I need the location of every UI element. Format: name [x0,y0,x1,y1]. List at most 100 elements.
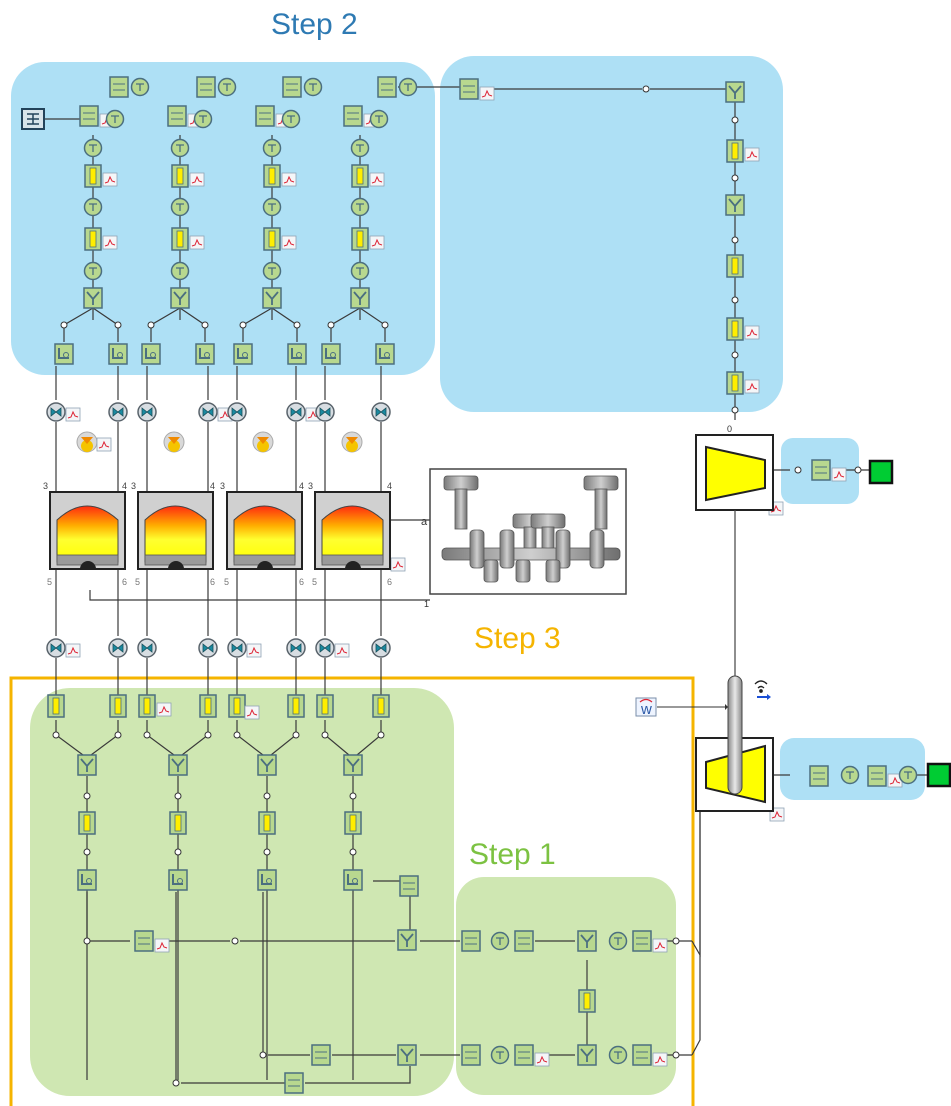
outlet-turbine-end[interactable] [870,461,892,483]
exhaust-bend-icon[interactable] [169,870,187,890]
exhaust-runner-pipe[interactable] [79,812,95,834]
runner-orifice-icon[interactable] [352,199,369,216]
fuel-injector-icon[interactable] [77,432,97,452]
runner-pipe[interactable] [352,228,368,250]
runner-pipe[interactable] [85,165,101,187]
exhaust-runner-pipe[interactable] [259,812,275,834]
exhaust-valve-icon[interactable] [138,639,156,657]
monitor-plot-icon[interactable] [370,173,384,186]
exhaust-port-pipe[interactable] [317,695,333,717]
intake-pipe[interactable] [727,140,743,162]
exhaust-crossover-pipe[interactable] [579,990,595,1012]
monitor-plot-icon[interactable] [245,706,259,719]
outlet-compressor-end[interactable] [928,764,950,786]
port-bend-icon[interactable] [234,344,252,364]
port-bend-icon[interactable] [288,344,306,364]
intake-split-pipe[interactable] [168,106,186,126]
monitor-plot-icon[interactable] [653,939,667,952]
port-bend-icon[interactable] [142,344,160,364]
monitor-plot-icon[interactable] [653,1053,667,1066]
compressor-orifice-icon[interactable] [842,767,859,784]
runner-orifice-icon[interactable] [264,199,281,216]
intake-valve-icon[interactable] [109,403,127,421]
exhaust-valve-icon[interactable] [228,639,246,657]
exhaust-junction-icon[interactable] [578,1045,596,1065]
exhaust-valve-icon[interactable] [199,639,217,657]
monitor-plot-icon[interactable] [66,644,80,657]
exhaust-valve-icon[interactable] [316,639,334,657]
intake-split-pipe[interactable] [256,106,274,126]
runner-orifice-icon[interactable] [264,140,281,157]
intake-valve-icon[interactable] [228,403,246,421]
intake-orifice-icon[interactable] [305,79,322,96]
exhaust-port-pipe[interactable] [48,695,64,717]
exhaust-valve-icon[interactable] [47,639,65,657]
exhaust-collector-pipe[interactable] [135,931,153,951]
intake-plenum-pipe[interactable] [197,77,215,97]
exhaust-port-pipe[interactable] [229,695,245,717]
cylinder-2[interactable]: 3456 [131,481,215,587]
monitor-plot-icon[interactable] [391,558,405,571]
exhaust-collector-pipe[interactable] [285,1073,303,1093]
runner-orifice-icon[interactable] [85,140,102,157]
exhaust-port-pipe[interactable] [110,695,126,717]
port-bend-icon[interactable] [55,344,73,364]
intake-split-pipe[interactable] [80,106,98,126]
intake-plenum-pipe[interactable] [378,77,396,97]
exhaust-port-pipe[interactable] [288,695,304,717]
fuel-injector-icon[interactable] [164,432,184,452]
intake-orifice-icon[interactable] [219,79,236,96]
runner-split-icon[interactable] [84,288,102,308]
monitor-plot-icon[interactable] [335,644,349,657]
monitor-plot-icon[interactable] [480,87,494,100]
exhaust-pipe[interactable] [515,931,533,951]
intake-split-pipe[interactable] [344,106,362,126]
intake-orifice-icon[interactable] [132,79,149,96]
intake-pipe[interactable] [727,318,743,340]
intake-orifice-icon[interactable] [195,111,212,128]
monitor-plot-icon[interactable] [535,1053,549,1066]
monitor-plot-icon[interactable] [282,173,296,186]
monitor-plot-icon[interactable] [155,939,169,952]
intake-valve-icon[interactable] [199,403,217,421]
intake-valve-icon[interactable] [287,403,305,421]
exhaust-pipe[interactable] [462,1045,480,1065]
intake-split-icon[interactable] [726,195,744,215]
runner-orifice-icon[interactable] [352,263,369,280]
monitor-plot-icon[interactable] [97,438,111,451]
runner-pipe[interactable] [85,228,101,250]
monitor-plot-icon[interactable] [745,148,759,161]
monitor-plot-icon[interactable] [103,236,117,249]
runner-split-icon[interactable] [171,288,189,308]
intake-orifice-icon[interactable] [107,111,124,128]
exhaust-valve-icon[interactable] [109,639,127,657]
runner-pipe[interactable] [172,228,188,250]
monitor-plot-icon[interactable] [745,380,759,393]
intake-plenum-pipe[interactable] [283,77,301,97]
runner-orifice-icon[interactable] [352,140,369,157]
monitor-plot-icon[interactable] [103,173,117,186]
exhaust-port-pipe[interactable] [373,695,389,717]
port-bend-icon[interactable] [109,344,127,364]
runner-pipe[interactable] [264,228,280,250]
wall-heat-transfer-block[interactable]: w [636,698,656,718]
exhaust-inlet-block[interactable] [22,109,44,129]
intake-orifice-icon[interactable] [283,111,300,128]
monitor-plot-icon[interactable] [370,236,384,249]
monitor-plot-icon[interactable] [157,703,171,716]
port-bend-icon[interactable] [322,344,340,364]
fuel-injector-icon[interactable] [253,432,273,452]
intake-orifice-icon[interactable] [400,79,417,96]
monitor-plot-icon[interactable] [282,236,296,249]
monitor-plot-icon[interactable] [190,173,204,186]
exhaust-collector-pipe[interactable] [312,1045,330,1065]
exhaust-junction-icon[interactable] [578,931,596,951]
intake-valve-icon[interactable] [316,403,334,421]
exhaust-bend-icon[interactable] [258,870,276,890]
runner-orifice-icon[interactable] [264,263,281,280]
intake-valve-icon[interactable] [372,403,390,421]
runner-orifice-icon[interactable] [85,199,102,216]
compressor-inlet-pipe[interactable] [810,766,828,786]
exhaust-merge-icon[interactable] [344,755,362,775]
